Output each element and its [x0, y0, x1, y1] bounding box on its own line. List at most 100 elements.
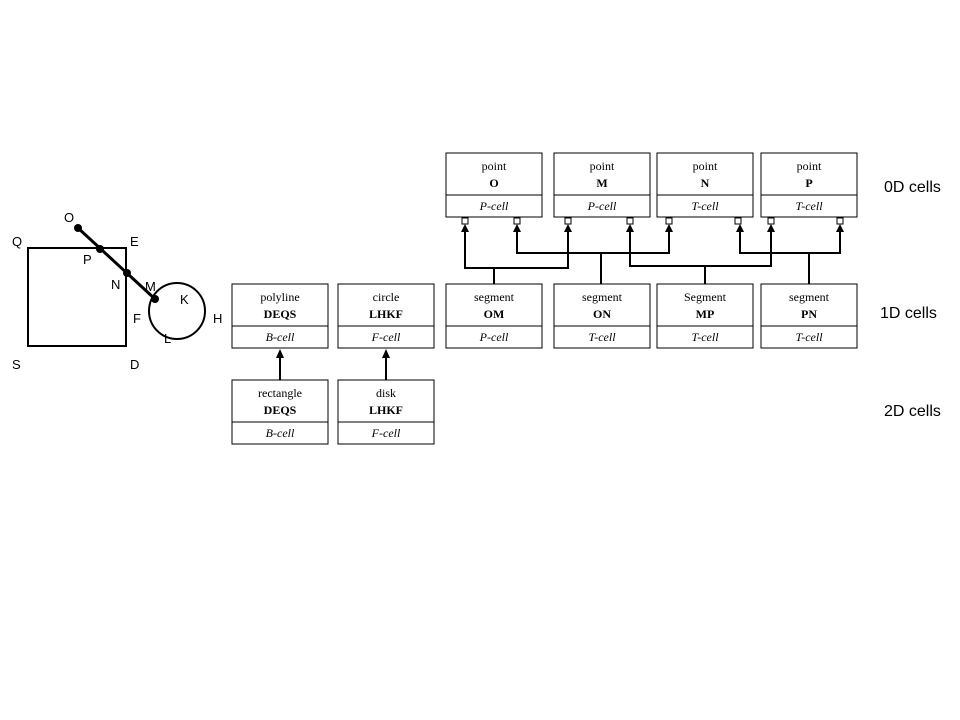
- port: [513, 217, 521, 225]
- cell-name: O: [489, 176, 498, 190]
- cell-name: P: [805, 176, 812, 190]
- row-label-1d: 1D cells: [880, 305, 937, 322]
- connector-on-n: [601, 230, 670, 254]
- point-m-dot: [151, 295, 159, 303]
- cell-name: LHKF: [369, 307, 403, 321]
- cell-name: ON: [593, 307, 611, 321]
- label-s: S: [12, 357, 21, 372]
- connector-om-m: [494, 230, 569, 269]
- connector-pn-n: [739, 230, 810, 284]
- cell-disk: disk LHKF F-cell: [337, 379, 435, 445]
- cell-type: segment: [582, 290, 623, 304]
- cell-rectangle: rectangle DEQS B-cell: [231, 379, 329, 445]
- cell-type: circle: [373, 290, 400, 304]
- cell-point-n: point N T-cell: [656, 152, 754, 218]
- cell-segment-mp: Segment MP T-cell: [656, 283, 754, 349]
- cell-type: point: [797, 159, 822, 173]
- label-d: D: [130, 357, 139, 372]
- label-l: L: [164, 331, 171, 346]
- cell-kind: T-cell: [795, 330, 823, 344]
- ports: [461, 217, 844, 225]
- cell-type: Segment: [684, 290, 727, 304]
- cell-type: rectangle: [258, 386, 302, 400]
- connector-pn-p: [809, 230, 841, 254]
- geometry-figure: O E Q P N M K F H L S D: [12, 210, 222, 372]
- port: [461, 217, 469, 225]
- connector-mp-p: [705, 230, 772, 267]
- square-shape: [27, 247, 127, 347]
- cell-kind: P-cell: [479, 199, 509, 213]
- cell-kind: T-cell: [691, 330, 719, 344]
- circle-shape: [148, 282, 206, 340]
- cell-name: PN: [801, 307, 817, 321]
- point-p-dot: [96, 245, 104, 253]
- cell-kind: F-cell: [371, 330, 401, 344]
- cell-name: MP: [696, 307, 715, 321]
- arrow-head: [513, 224, 521, 232]
- arrow-head: [767, 224, 775, 232]
- arrow-head: [736, 224, 744, 232]
- arrow-head: [665, 224, 673, 232]
- cell-type: segment: [474, 290, 515, 304]
- cell-type: disk: [376, 386, 396, 400]
- cell-segment-om: segment OM P-cell: [445, 283, 543, 349]
- connector-om-o: [464, 230, 495, 284]
- row-label-0d: 0D cells: [884, 179, 941, 196]
- cell-type: point: [482, 159, 507, 173]
- connector-on-o: [516, 230, 602, 284]
- cell-polyline: polyline DEQS B-cell: [231, 283, 329, 349]
- port: [564, 217, 572, 225]
- arrow-head: [564, 224, 572, 232]
- port: [626, 217, 634, 225]
- cell-type: segment: [789, 290, 830, 304]
- cell-type: point: [590, 159, 615, 173]
- label-q: Q: [12, 234, 22, 249]
- arrow-head: [276, 349, 284, 358]
- cell-point-p: point P T-cell: [760, 152, 858, 218]
- point-o-dot: [74, 224, 82, 232]
- cell-point-o: point O P-cell: [445, 152, 543, 218]
- segment-line: [76, 226, 157, 301]
- cell-kind: T-cell: [691, 199, 719, 213]
- connector-mp-m: [629, 230, 706, 284]
- label-n: N: [111, 277, 120, 292]
- cell-kind: T-cell: [795, 199, 823, 213]
- cell-kind: P-cell: [587, 199, 617, 213]
- arrow-head: [626, 224, 634, 232]
- port: [836, 217, 844, 225]
- label-e: E: [130, 234, 139, 249]
- row-label-2d: 2D cells: [884, 403, 941, 420]
- cell-name: DEQS: [264, 403, 297, 417]
- cell-segment-on: segment ON T-cell: [553, 283, 651, 349]
- label-p: P: [83, 252, 92, 267]
- label-k: K: [180, 292, 189, 307]
- arrow-head: [461, 224, 469, 232]
- cell-kind: F-cell: [371, 426, 401, 440]
- cell-name: DEQS: [264, 307, 297, 321]
- label-f: F: [133, 311, 141, 326]
- port: [734, 217, 742, 225]
- cell-name: OM: [484, 307, 505, 321]
- cell-kind: T-cell: [588, 330, 616, 344]
- cell-type: point: [693, 159, 718, 173]
- label-o: O: [64, 210, 74, 225]
- port: [665, 217, 673, 225]
- cell-segment-pn: segment PN T-cell: [760, 283, 858, 349]
- cell-name: M: [596, 176, 607, 190]
- label-h: H: [213, 311, 222, 326]
- cell-type: polyline: [260, 290, 299, 304]
- port: [767, 217, 775, 225]
- cell-kind: B-cell: [266, 426, 295, 440]
- cell-name: N: [701, 176, 710, 190]
- arrow-head: [836, 224, 844, 232]
- label-m: M: [145, 279, 156, 294]
- boundary-arrows: [276, 349, 390, 380]
- cell-point-m: point M P-cell: [553, 152, 651, 218]
- cell-kind: P-cell: [479, 330, 509, 344]
- cell-name: LHKF: [369, 403, 403, 417]
- cell-kind: B-cell: [266, 330, 295, 344]
- connectors: [461, 224, 844, 284]
- cell-circle: circle LHKF F-cell: [337, 283, 435, 349]
- point-n-dot: [123, 269, 131, 277]
